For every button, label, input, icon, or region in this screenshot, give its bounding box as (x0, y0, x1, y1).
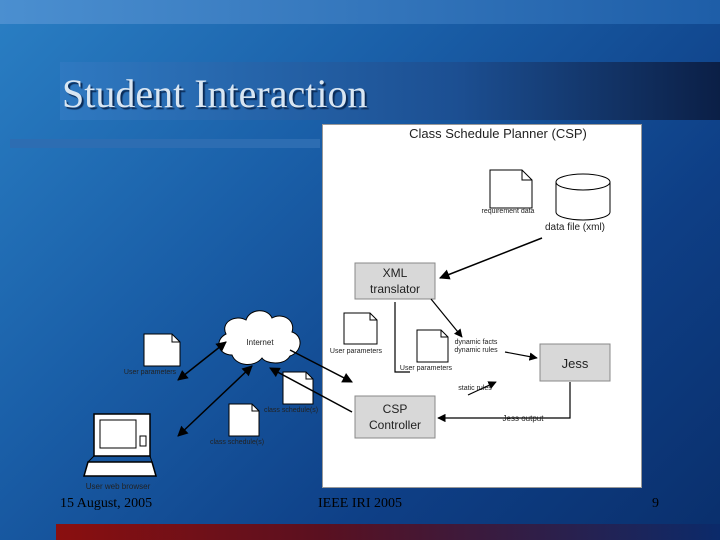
translator-to-facts-arrow (430, 298, 463, 338)
jess-label: Jess (562, 356, 589, 371)
internet-label: Internet (246, 338, 274, 347)
title-band (60, 62, 720, 120)
jess-output-label: Jess output (503, 414, 545, 423)
computer-icon (83, 413, 157, 477)
csp-controller-label-2: Controller (369, 418, 421, 432)
page-number: 9 (652, 496, 659, 511)
user-parameters-label-right: User parameters (400, 365, 453, 372)
database-icon (555, 173, 611, 221)
requirement-data-document-icon (489, 169, 533, 209)
class-schedule-document-left-icon (228, 403, 260, 437)
xml-translator-label-2: translator (370, 282, 420, 296)
csp-controller-label-1: CSP (383, 402, 408, 416)
user-web-browser-label: User web browser (86, 482, 151, 491)
class-schedules-label-left: class schedule(s) (210, 439, 264, 446)
csp-controller-box (354, 395, 436, 439)
user-parameters-label-left: User parameters (124, 369, 177, 376)
data-to-translator-arrow (439, 237, 543, 280)
jess-box (539, 343, 611, 382)
browser-internet-arrow-1 (177, 341, 227, 381)
internet-to-controller-arrow (289, 349, 353, 383)
class-schedules-label-center: class schedule(s) (264, 407, 318, 414)
user-parameters-document-icon (143, 333, 181, 367)
static-rules-arrow (467, 381, 497, 396)
params-junction-line (394, 362, 410, 373)
static-rules-label: static rules (458, 385, 492, 392)
dynamic-facts-label: dynamic facts (455, 339, 498, 346)
footer-stripe (56, 524, 720, 540)
requirement-data-label: requirement data (482, 208, 535, 215)
slide-title: Student Interaction (62, 71, 368, 116)
accent-bar (10, 139, 320, 148)
footer-date: 15 August, 2005 (60, 496, 153, 511)
panel-title: Class Schedule Planner (CSP) (409, 126, 587, 141)
data-file-label: data file (xml) (545, 222, 605, 233)
dynamic-facts-document-icon (416, 329, 449, 363)
facts-to-jess-arrow (504, 351, 538, 361)
controller-to-internet-arrow (269, 367, 353, 413)
internet-cloud-icon (218, 310, 301, 365)
dynamic-rules-label: dynamic rules (454, 347, 498, 354)
top-bar (0, 0, 720, 24)
footer-conference: IEEE IRI 2005 (318, 496, 402, 511)
browser-internet-arrow-2 (177, 365, 253, 437)
jess-output-arrow (437, 382, 571, 423)
user-parameters-label-center: User parameters (330, 348, 383, 355)
xml-translator-label-1: XML (383, 266, 408, 280)
xml-translator-box (354, 262, 436, 300)
user-parameters-document-center-icon (343, 312, 378, 345)
